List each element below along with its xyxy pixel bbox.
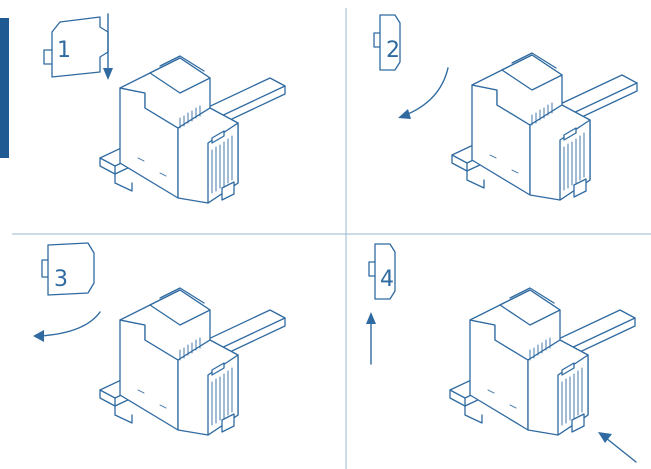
rail-profile-icon <box>41 242 95 296</box>
step-4-panel: 4 <box>366 243 637 463</box>
panel-grid <box>12 8 651 469</box>
step-3-panel: 3 <box>33 242 286 436</box>
step-number: 1 <box>57 38 71 63</box>
push-arrow <box>605 437 637 463</box>
rotate-arrow <box>39 311 101 337</box>
step-number: 3 <box>54 267 68 292</box>
step-2-panel: 2 <box>373 14 638 201</box>
step-number: 4 <box>380 267 394 292</box>
accent-bar <box>0 18 9 158</box>
rail-profile-icon <box>43 16 109 78</box>
din-rail-device <box>449 287 636 436</box>
din-rail-device <box>451 52 638 201</box>
din-rail-device <box>99 55 286 204</box>
din-rail-device <box>99 287 286 436</box>
rotate-arrow <box>402 67 449 117</box>
step-number: 2 <box>386 38 400 63</box>
step-1-panel: 1 <box>43 13 286 204</box>
